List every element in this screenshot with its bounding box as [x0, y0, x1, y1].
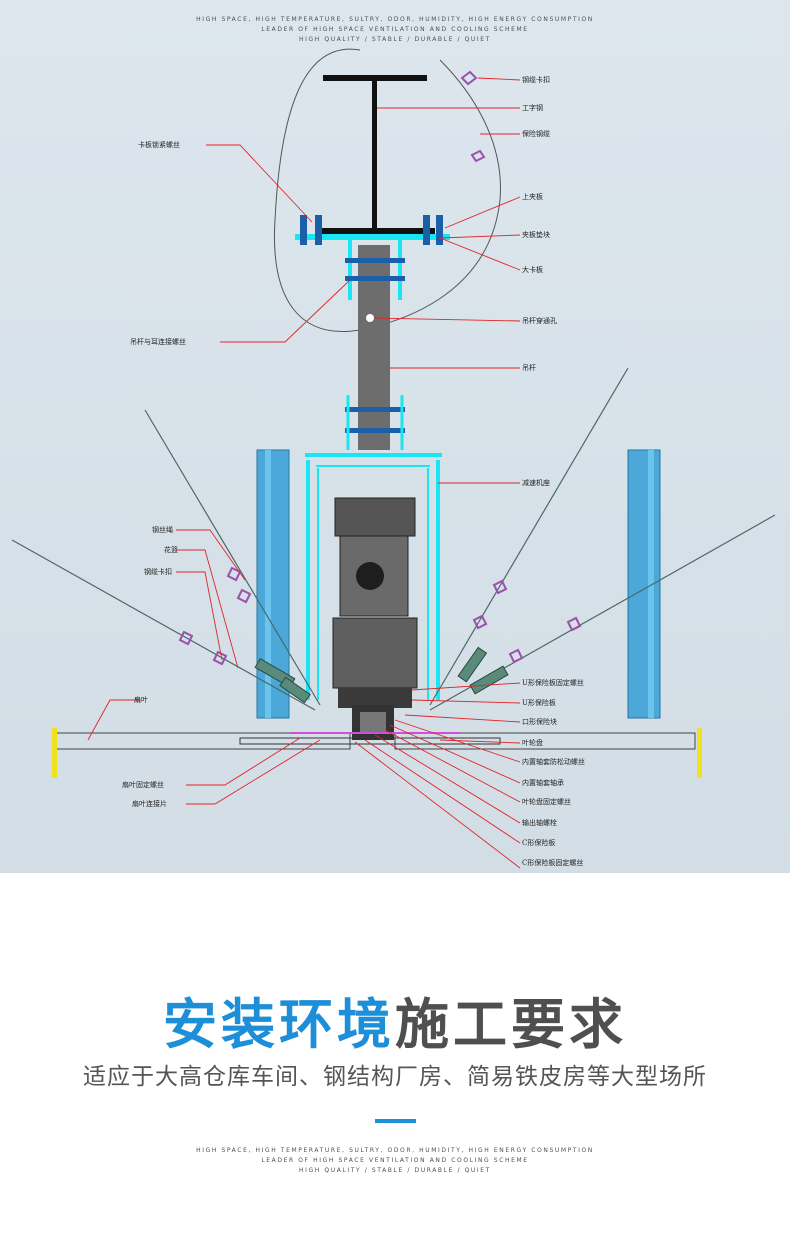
i-beam-top [323, 75, 427, 81]
hub-plate [239, 737, 501, 745]
footer-tagline-2: LEADER OF HIGH SPACE VENTILATION AND COO… [261, 1157, 529, 1164]
motor-logo [356, 562, 384, 590]
section-subtitle: 适应于大高仓库车间、钢结构厂房、简易铁皮房等大型场所 [83, 1064, 707, 1090]
label-wire-clamp: 钢缆卡扣 [144, 568, 172, 576]
reducer-frame [305, 453, 442, 700]
upper-splint [295, 234, 450, 240]
wire-clamps [178, 70, 582, 666]
blade-bar-right [394, 732, 696, 750]
label-hub-plate: 叶轮盘 [522, 739, 543, 747]
label-hanger-hole: 吊杆穿通孔 [522, 317, 557, 325]
i-beam-web [372, 80, 377, 230]
footer-tagline-1: HIGH SPACE, HIGH TEMPERATURE, SULTRY, OD… [196, 1147, 594, 1154]
label-u-pad: U形保险板 [522, 699, 556, 707]
label-reducer-frame: 减速机座 [522, 479, 550, 487]
label-output-shaft-bolt: 输出轴螺栓 [522, 819, 557, 827]
hanger-rod [358, 245, 390, 450]
hanger-hole [366, 314, 374, 322]
label-hanger-bolt: 吊杆与耳连接螺丝 [130, 338, 186, 346]
label-i-beam: 工字钢 [522, 104, 543, 112]
section-title: 安装环境施工要求 [0, 992, 790, 1058]
label-upper-splint: 上夹板 [522, 193, 543, 201]
leader-lines [87, 77, 521, 869]
i-beam-bottom [320, 228, 435, 234]
title-gray-part: 施工要求 [395, 993, 627, 1056]
left-blade-cap [52, 728, 57, 778]
label-blade: 扇叶 [134, 696, 148, 704]
right-side-panel [627, 449, 661, 719]
accent-divider [375, 1119, 416, 1123]
hanger-bracket [348, 240, 402, 300]
title-blue-part: 安装环境 [163, 993, 395, 1056]
label-wire-rope: 钢丝绳 [152, 526, 173, 534]
label-c-pad: C形保险板 [522, 839, 556, 847]
label-splint-pad: 夹板垫块 [522, 231, 550, 239]
turnbuckles [254, 646, 509, 704]
gearbox-lower [338, 688, 412, 708]
label-hanger-rod: 吊杆 [522, 364, 536, 372]
label-plate-bolt: 卡板锁紧螺丝 [138, 141, 180, 149]
header-tagline-3: HIGH QUALITY / STABLE / DURABLE / QUIET [299, 36, 491, 43]
label-large-plate: 大卡板 [522, 266, 543, 274]
label-u-pad-bolt: U形保险板固定螺丝 [522, 679, 584, 687]
gearbox [332, 617, 418, 689]
label-safety-cable: 保险钢缆 [522, 130, 550, 138]
installation-diagram: HIGH SPACE, HIGH TEMPERATURE, SULTRY, OD… [0, 0, 790, 873]
footer-tagline-3: HIGH QUALITY / STABLE / DURABLE / QUIET [299, 1167, 491, 1174]
label-inner-hub: 内置轴套轴承 [522, 779, 564, 787]
lower-bracket [346, 395, 404, 450]
hanger-bolts [345, 258, 405, 433]
header-tagline-2: LEADER OF HIGH SPACE VENTILATION AND COO… [261, 26, 529, 33]
blade-bar-left [54, 732, 351, 750]
motor-top [334, 497, 416, 537]
label-wire-clamp-top: 钢缆卡扣 [522, 76, 550, 84]
header-tagline-1: HIGH SPACE, HIGH TEMPERATURE, SULTRY, OD… [196, 16, 594, 23]
fan-structure-drawing [11, 48, 776, 869]
label-inner-hub-bolt: 内置轴套防松动螺丝 [522, 758, 585, 766]
label-square-pad: 口形保险块 [522, 718, 557, 726]
label-blade-connector: 扇叶连接片 [132, 800, 167, 808]
label-flower-basket: 花篮 [164, 546, 178, 554]
label-hub-bolt: 叶轮盘固定螺丝 [522, 798, 571, 806]
right-blade-cap [697, 728, 702, 778]
label-blade-fix-bolt: 扇叶固定螺丝 [122, 781, 164, 789]
splint-bolts [300, 215, 443, 245]
label-c-pad-bolt: C形保险板固定螺丝 [522, 859, 584, 867]
